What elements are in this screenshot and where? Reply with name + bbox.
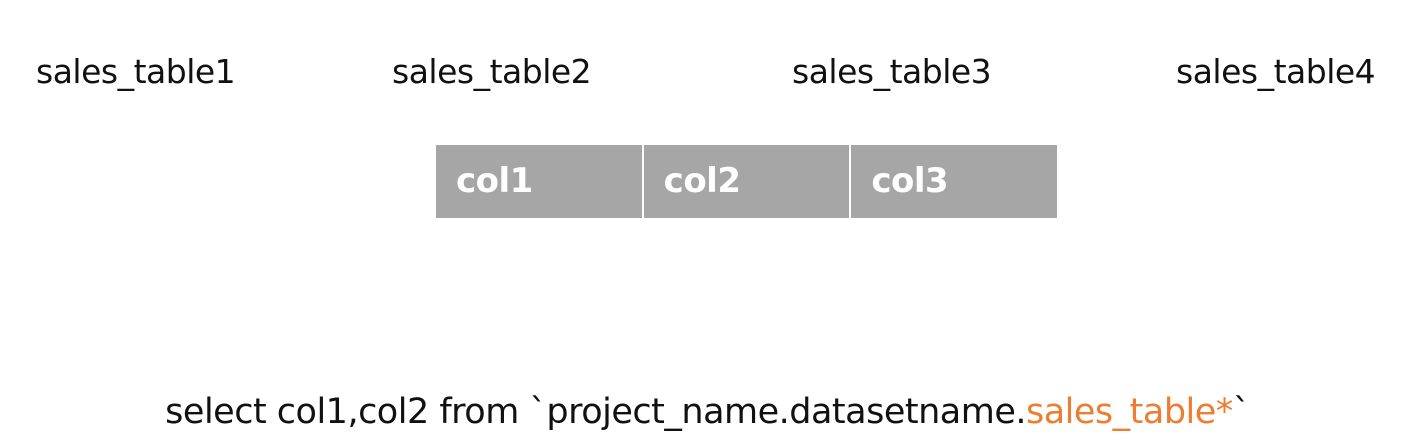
table-name-sales-table3: sales_table3	[792, 52, 992, 91]
column-cell-col1: col1	[436, 145, 644, 218]
column-cell-col2: col2	[643, 145, 852, 218]
table-name-sales-table2: sales_table2	[392, 52, 592, 91]
table-name-sales-table1: sales_table1	[36, 52, 236, 91]
column-cell-col3: col3	[851, 145, 1058, 218]
query-suffix: `	[1232, 392, 1251, 432]
table-name-sales-table4: sales_table4	[1176, 52, 1376, 91]
query-wildcard-table: sales_table*	[1025, 392, 1233, 432]
sql-query: select col1,col2 from `project_name.data…	[0, 388, 1415, 436]
query-prefix: select col1,col2 from `project_name.data…	[165, 392, 1026, 432]
column-header-row: col1 col2 col3	[436, 145, 1058, 218]
